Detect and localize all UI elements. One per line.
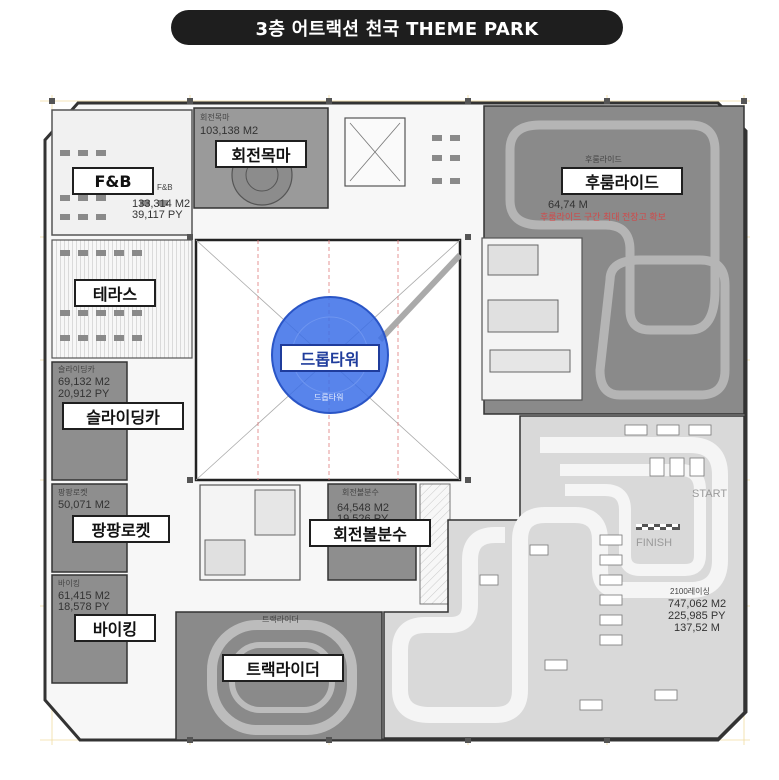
racing-sublabel: 2100레이싱 bbox=[670, 586, 710, 596]
carousel-area: 103,138 M2 bbox=[200, 125, 258, 137]
slide-car-area-py: 20,912 PY bbox=[58, 388, 110, 400]
racing-start: START bbox=[692, 488, 727, 500]
drop-tower-sublabel: 드롭타워 bbox=[314, 393, 343, 402]
slide-car-area-m2: 69,132 M2 bbox=[58, 376, 110, 388]
label-pang-rocket: 팡팡로켓 bbox=[72, 515, 170, 543]
pang-rocket-area: 50,071 M2 bbox=[58, 499, 110, 511]
flume-note: 후룸라이드 구간 최대 전장고 확보 bbox=[540, 211, 666, 222]
viking-area-py: 18,578 PY bbox=[58, 601, 110, 613]
fnb-area-py: 39,117 PY bbox=[132, 209, 183, 221]
carousel-sublabel: 회전목마 bbox=[200, 112, 230, 122]
terrace-tables bbox=[60, 250, 142, 341]
flume-length: 64,74 M bbox=[548, 199, 588, 211]
fnb-tables bbox=[60, 150, 168, 220]
racing-karts bbox=[479, 424, 712, 711]
flume-sublabel: 후룸라이드 bbox=[585, 154, 622, 164]
label-carousel: 회전목마 bbox=[215, 140, 307, 168]
racing-area-m2: 747,062 M2 bbox=[668, 598, 726, 610]
label-drop-tower: 드롭타워 bbox=[280, 344, 380, 372]
label-track-rider: 트랙라이더 bbox=[222, 654, 344, 682]
racing-finish: FINISH bbox=[636, 537, 672, 549]
page-title: 3층 어트랙션 천국 THEME PARK bbox=[171, 10, 623, 45]
structural-columns bbox=[49, 98, 747, 743]
track-rider-sublabel: 트랙라이더 bbox=[262, 614, 299, 624]
viking-sublabel: 바이킹 bbox=[58, 578, 80, 588]
fnb-area-m2: 133,314 M2 bbox=[132, 198, 190, 210]
slide-car-sublabel: 슬라이딩카 bbox=[58, 364, 95, 374]
label-flume: 후룸라이드 bbox=[561, 167, 683, 195]
racing-length: 137,52 M bbox=[674, 622, 720, 634]
fountain-sublabel: 회전볼분수 bbox=[342, 487, 379, 497]
fountain-area-m2: 64,548 M2 bbox=[337, 502, 389, 514]
racing-area-py: 225,985 PY bbox=[668, 610, 726, 622]
viking-area-m2: 61,415 M2 bbox=[58, 590, 110, 602]
top-seating bbox=[432, 135, 460, 184]
pang-rocket-sublabel: 팡팡로켓 bbox=[58, 487, 87, 497]
label-fnb: F&B bbox=[72, 167, 154, 195]
label-terrace: 테라스 bbox=[74, 279, 156, 307]
label-fountain: 회전볼분수 bbox=[309, 519, 431, 547]
fnb-sublabel: F&B bbox=[157, 183, 173, 192]
racing-zone bbox=[383, 415, 745, 739]
label-viking: 바이킹 bbox=[74, 614, 156, 642]
finish-line bbox=[636, 524, 680, 530]
label-slide-car: 슬라이딩카 bbox=[62, 402, 184, 430]
